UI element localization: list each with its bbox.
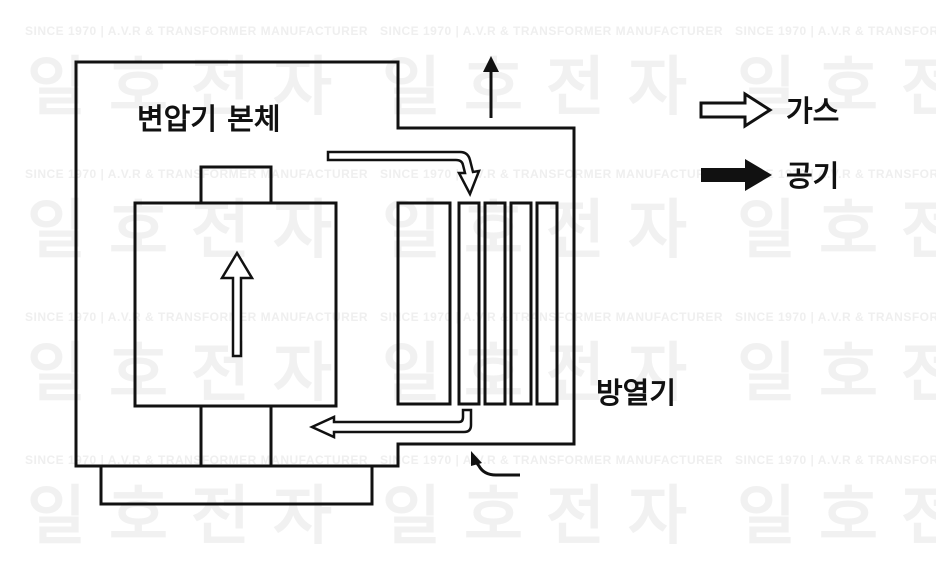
air-in-arrow-icon bbox=[471, 451, 520, 477]
watermark-char: 일 bbox=[382, 480, 441, 554]
watermark-char: 호 bbox=[819, 51, 878, 125]
watermark-char: 자 bbox=[273, 480, 332, 554]
watermark-char: 자 bbox=[628, 51, 687, 125]
watermark-char: 전 bbox=[901, 480, 936, 554]
watermark-char: 전 bbox=[546, 480, 605, 554]
watermark-char: 호 bbox=[464, 194, 523, 268]
radiator-fin bbox=[457, 201, 481, 406]
gas-flow-arrow-top-icon bbox=[326, 150, 481, 198]
watermark-subtext: SINCE 1970 | A.V.R & TRANSFORMER MANUFAC… bbox=[25, 167, 368, 181]
legend-air-label: 공기 bbox=[786, 159, 839, 193]
watermark-subtext: SINCE 1970 | A.V.R & TRANSFORMER MANUFAC… bbox=[735, 167, 936, 181]
radiator-fin bbox=[483, 201, 507, 406]
air-out-arrow-icon bbox=[483, 56, 499, 118]
watermark-char: 전 bbox=[901, 337, 936, 411]
radiator-fin bbox=[535, 201, 559, 406]
watermark-char: 호 bbox=[109, 480, 168, 554]
watermark-subtext: SINCE 1970 | A.V.R & TRANSFORMER MANUFAC… bbox=[380, 310, 723, 324]
watermark-char: 자 bbox=[628, 337, 687, 411]
watermark-char: 일 bbox=[27, 480, 86, 554]
watermark-layer: SINCE 1970 | A.V.R & TRANSFORMER MANUFAC… bbox=[25, 24, 936, 554]
watermark-char: 자 bbox=[628, 480, 687, 554]
watermark-char: 호 bbox=[109, 194, 168, 268]
watermark-char: 호 bbox=[464, 480, 523, 554]
core-up-arrow-icon bbox=[219, 250, 255, 358]
watermark-char: 자 bbox=[273, 337, 332, 411]
watermark-char: 일 bbox=[737, 480, 796, 554]
watermark-char: 호 bbox=[109, 337, 168, 411]
watermark-char: 호 bbox=[464, 337, 523, 411]
watermark-char: 자 bbox=[273, 194, 332, 268]
watermark-char: 일 bbox=[737, 337, 796, 411]
watermark-subtext: SINCE 1970 | A.V.R & TRANSFORMER MANUFAC… bbox=[380, 167, 723, 181]
watermark-char: 호 bbox=[819, 337, 878, 411]
legend-gas-label: 가스 bbox=[786, 94, 839, 128]
core-bottom-support bbox=[199, 404, 273, 468]
watermark-subtext: SINCE 1970 | A.V.R & TRANSFORMER MANUFAC… bbox=[380, 453, 723, 467]
watermark-char: 자 bbox=[628, 194, 687, 268]
radiator-fin bbox=[509, 201, 533, 406]
body-label: 변압기 본체 bbox=[137, 102, 281, 136]
radiator-fin bbox=[396, 201, 452, 406]
watermark-char: 일 bbox=[382, 337, 441, 411]
watermark-char: 전 bbox=[546, 51, 605, 125]
solid-arrow-icon bbox=[701, 159, 772, 191]
watermark-char: 호 bbox=[819, 480, 878, 554]
watermark-char: 전 bbox=[191, 480, 250, 554]
radiator-label: 방열기 bbox=[596, 376, 676, 410]
watermark-char: 일 bbox=[382, 194, 441, 268]
watermark-char: 호 bbox=[819, 194, 878, 268]
watermark-subtext: SINCE 1970 | A.V.R & TRANSFORMER MANUFAC… bbox=[735, 310, 936, 324]
watermark-char: 전 bbox=[901, 194, 936, 268]
hollow-arrow-icon bbox=[699, 91, 773, 129]
watermark-subtext: SINCE 1970 | A.V.R & TRANSFORMER MANUFAC… bbox=[25, 310, 368, 324]
gas-flow-arrow-bottom-icon bbox=[308, 408, 473, 439]
watermark-subtext: SINCE 1970 | A.V.R & TRANSFORMER MANUFAC… bbox=[25, 24, 368, 38]
watermark-char: 전 bbox=[901, 51, 936, 125]
watermark-subtext: SINCE 1970 | A.V.R & TRANSFORMER MANUFAC… bbox=[735, 24, 936, 38]
watermark-subtext: SINCE 1970 | A.V.R & TRANSFORMER MANUFAC… bbox=[380, 24, 723, 38]
watermark-subtext: SINCE 1970 | A.V.R & TRANSFORMER MANUFAC… bbox=[25, 453, 368, 467]
watermark-char: 전 bbox=[191, 194, 250, 268]
watermark-char: 일 bbox=[737, 194, 796, 268]
watermark-subtext: SINCE 1970 | A.V.R & TRANSFORMER MANUFAC… bbox=[735, 453, 936, 467]
